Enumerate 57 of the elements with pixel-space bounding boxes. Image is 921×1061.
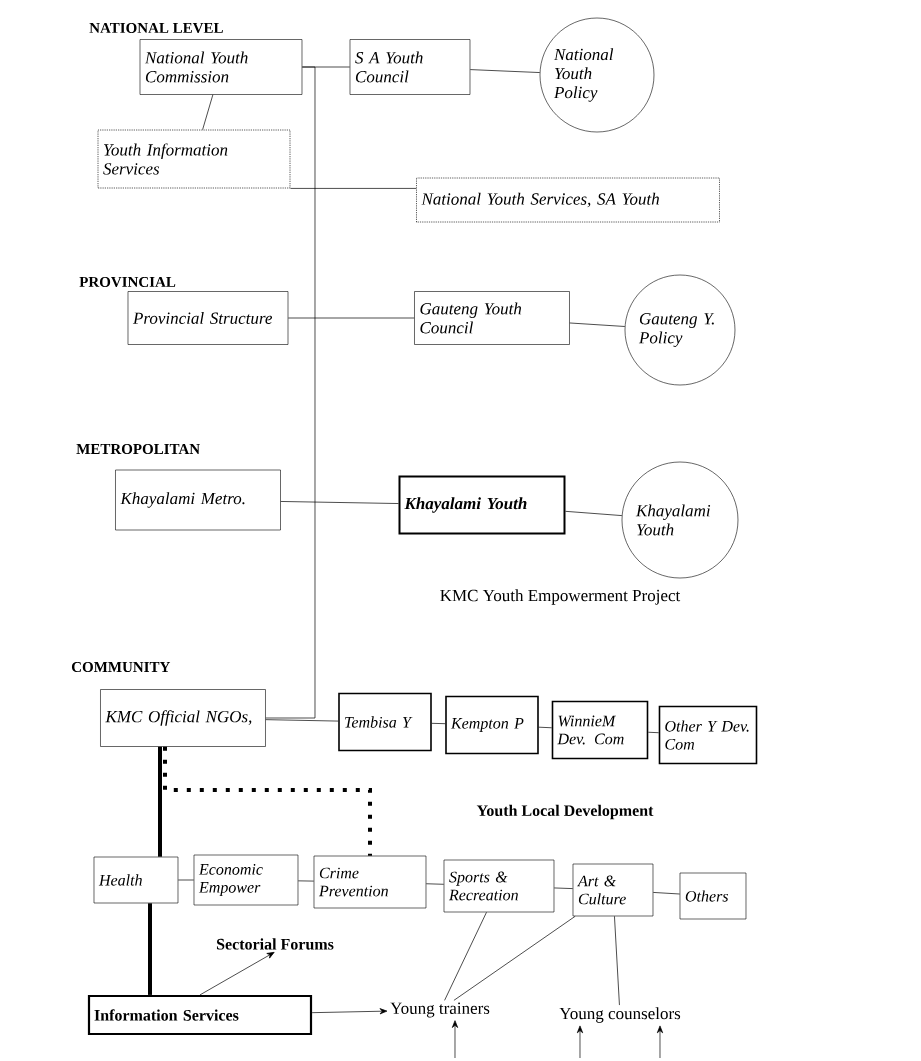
connector-line — [265, 66, 316, 719]
connector-line — [158, 746, 162, 857]
connector-line — [652, 892, 681, 895]
organisation-box: National Youth Services, SA Youth — [416, 177, 720, 223]
arrow — [656, 1025, 664, 1059]
sector-box: Others — [679, 872, 747, 920]
target-group-label: Young trainers — [390, 1002, 490, 1018]
organisation-box: National Youth Commission — [139, 39, 303, 95]
organisation-box: Khayalami Youth — [398, 475, 566, 535]
connector-line — [163, 746, 372, 856]
connector-line — [148, 903, 152, 995]
organisation-box: Youth Information Services — [97, 129, 291, 189]
sector-box: Economic Empower — [193, 854, 299, 906]
connector-line — [553, 887, 574, 889]
connector-line — [287, 317, 415, 319]
arrow — [311, 1008, 388, 1015]
connector-line — [202, 94, 214, 130]
organisation-box: KMC Official NGOs, — [100, 689, 266, 747]
sector-box: Health — [93, 856, 179, 904]
connector-line — [569, 322, 626, 327]
organisation-box: WinnieM Dev. Com — [551, 700, 649, 760]
connector-line — [538, 726, 553, 729]
connector-line — [297, 880, 315, 882]
organisation-box: Tembisa Y — [338, 692, 432, 752]
connector-line — [614, 915, 620, 1006]
sector-box: Sports & Recreation — [443, 859, 555, 913]
arrow — [199, 952, 275, 996]
organisation-box: Khayalami Metro. — [115, 469, 281, 531]
organisation-box: Kempton P — [445, 695, 539, 755]
target-group-label: Young counselors — [559, 1007, 681, 1023]
project-title: KMC Youth Empowerment Project — [440, 589, 681, 605]
arrow — [451, 1020, 459, 1059]
level-heading: COMMUNITY — [71, 661, 171, 673]
organisation-box: Other Y Dev. Com — [658, 705, 758, 765]
organisation-box: Gauteng Youth Council — [414, 291, 570, 345]
connector-line — [469, 69, 541, 73]
forum-label: Sectorial Forums — [216, 938, 334, 950]
section-title: Youth Local Development — [476, 804, 654, 820]
sector-box: Art & Culture — [572, 863, 654, 917]
sector-box: Crime Prevention — [313, 855, 427, 909]
connector-line — [453, 915, 576, 1001]
connector-line — [444, 911, 487, 1001]
level-heading: PROVINCIAL — [79, 276, 176, 288]
organisation-box: Provincial Structure — [127, 291, 289, 345]
connector-line — [280, 501, 399, 504]
level-heading: METROPOLITAN — [76, 443, 200, 455]
connector-line — [177, 879, 195, 881]
organisation-box: S A Youth Council — [349, 39, 471, 95]
service-box: Information Services — [87, 994, 313, 1036]
connector-line — [265, 719, 339, 722]
connector-line — [565, 510, 623, 516]
connector-line — [290, 188, 417, 189]
level-heading: NATIONAL LEVEL — [89, 22, 223, 34]
connector-line — [425, 883, 445, 885]
connector-line — [431, 722, 446, 725]
connector-line — [647, 731, 660, 734]
arrow — [576, 1025, 584, 1059]
